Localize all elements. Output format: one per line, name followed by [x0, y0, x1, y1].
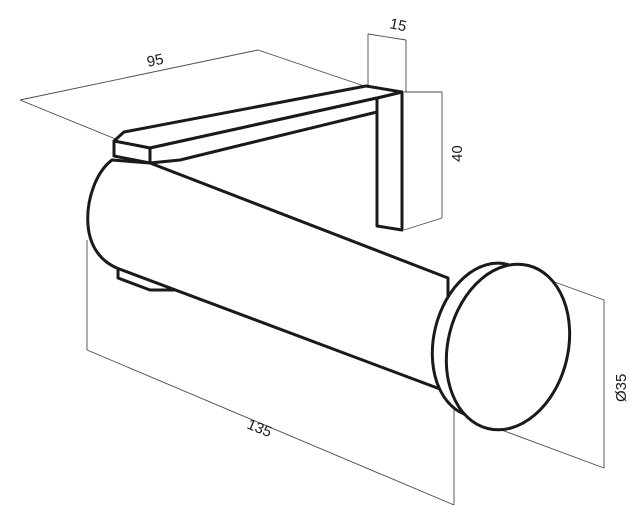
dim-35-extension-bottom — [487, 424, 605, 469]
dimension-labels: 95 15 40 135 Ø35 — [145, 15, 630, 441]
dim-95-extension-right — [257, 49, 371, 89]
dim-40-label: 40 — [449, 145, 466, 162]
cylinder-outline — [86, 158, 450, 394]
cylinder-body — [86, 158, 450, 394]
wall-plate — [375, 90, 404, 232]
dim-15-label: 15 — [388, 15, 408, 35]
end-cap-face — [444, 262, 572, 432]
dim-35-label: Ø35 — [613, 374, 630, 402]
wall-plate-face — [375, 90, 404, 232]
dimension-lines — [19, 33, 605, 506]
top-arm — [112, 84, 404, 165]
dim-95-label: 95 — [145, 51, 165, 71]
dim-95-extension-left — [19, 99, 119, 141]
dim-15-line — [367, 33, 407, 41]
top-arm-side-face — [148, 96, 379, 165]
dim-135-line — [86, 349, 455, 506]
dim-135-label: 135 — [245, 416, 275, 441]
end-cap — [430, 261, 572, 432]
dim-95-line — [19, 49, 259, 101]
dim-40-extension-bottom — [403, 217, 443, 231]
